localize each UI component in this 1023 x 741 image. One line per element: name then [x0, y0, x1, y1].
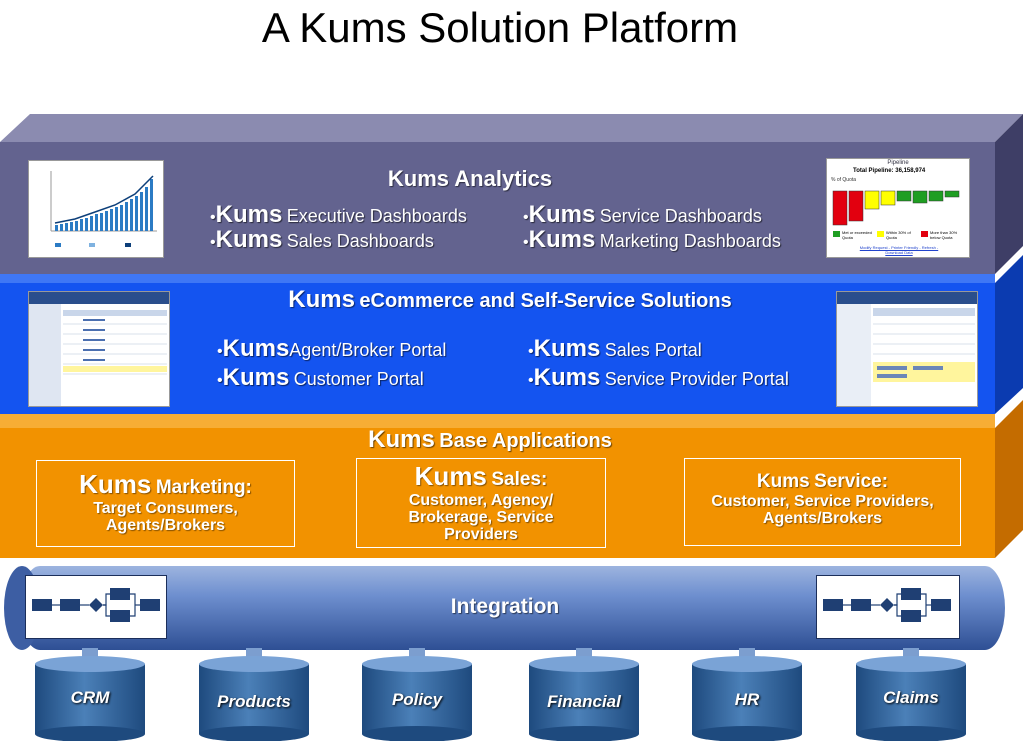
app-box-sales: Kums Sales: Customer, Agency/ Brokerage,… [356, 458, 606, 548]
ecommerce-layer-side [995, 255, 1023, 414]
ecommerce-item-agent-broker: •KumsAgent/Broker Portal [217, 335, 447, 362]
workflow-icon-left [25, 575, 167, 639]
base-layer-front [0, 428, 995, 558]
app-box-marketing: Kums Marketing: Target Consumers, Agents… [36, 460, 295, 547]
portal-screenshot-thumbnail-right [836, 291, 978, 407]
pipeline-title: Pipeline [887, 160, 909, 166]
analytics-layer-side [995, 114, 1023, 274]
analytics-heading: Kums Analytics [387, 166, 553, 191]
base-layer-side [995, 400, 1023, 558]
pipeline-links[interactable]: Modify Request - Printer Friendly - Refr… [859, 245, 939, 255]
database-policy: Policy [391, 690, 443, 709]
pipeline-legend-within: Within 30% of Quota [886, 230, 911, 240]
database-financial: Financial [547, 692, 621, 711]
pipeline-legend-met: Met or exceeded Quota [842, 230, 872, 240]
database-claims: Claims [883, 688, 939, 707]
database-crm: CRM [70, 688, 110, 707]
ecommerce-item-customer-portal: •Kums Customer Portal [217, 364, 424, 391]
portal-screenshot-thumbnail-left [28, 291, 170, 407]
analytics-item-service: •Kums Service Dashboards [523, 201, 762, 228]
database-cylinders [35, 656, 966, 741]
analytics-item-marketing: •Kums Marketing Dashboards [523, 226, 781, 253]
pipeline-legend-below: More than 30% below Quota [930, 230, 958, 240]
integration-label: Integration [450, 595, 560, 618]
analytics-bar-chart-thumbnail [28, 160, 164, 258]
analytics-item-executive: •Kums Executive Dashboards [210, 201, 467, 228]
base-heading: Kums Base Applications [368, 426, 612, 453]
pipeline-quota-label: % of Quota [831, 177, 857, 183]
ecommerce-item-service-provider: •Kums Service Provider Portal [528, 364, 789, 391]
pipeline-total: Total Pipeline: 36,158,974 [853, 168, 926, 174]
analytics-layer-top [0, 114, 1023, 142]
ecommerce-item-sales-portal: •Kums Sales Portal [528, 335, 702, 362]
pipeline-chart-thumbnail: Pipeline Total Pipeline: 36,158,974 % of… [826, 158, 970, 258]
database-hr: HR [734, 690, 760, 709]
app-box-service: Kums Service: Customer, Service Provider… [684, 458, 961, 546]
ecommerce-heading: Kums eCommerce and Self-Service Solution… [288, 286, 732, 313]
page-title: A Kums Solution Platform [261, 4, 739, 51]
workflow-icon-right [816, 575, 960, 639]
database-products: Products [217, 692, 291, 711]
analytics-item-sales: •Kums Sales Dashboards [210, 226, 434, 253]
integration-pipe [20, 566, 1005, 650]
